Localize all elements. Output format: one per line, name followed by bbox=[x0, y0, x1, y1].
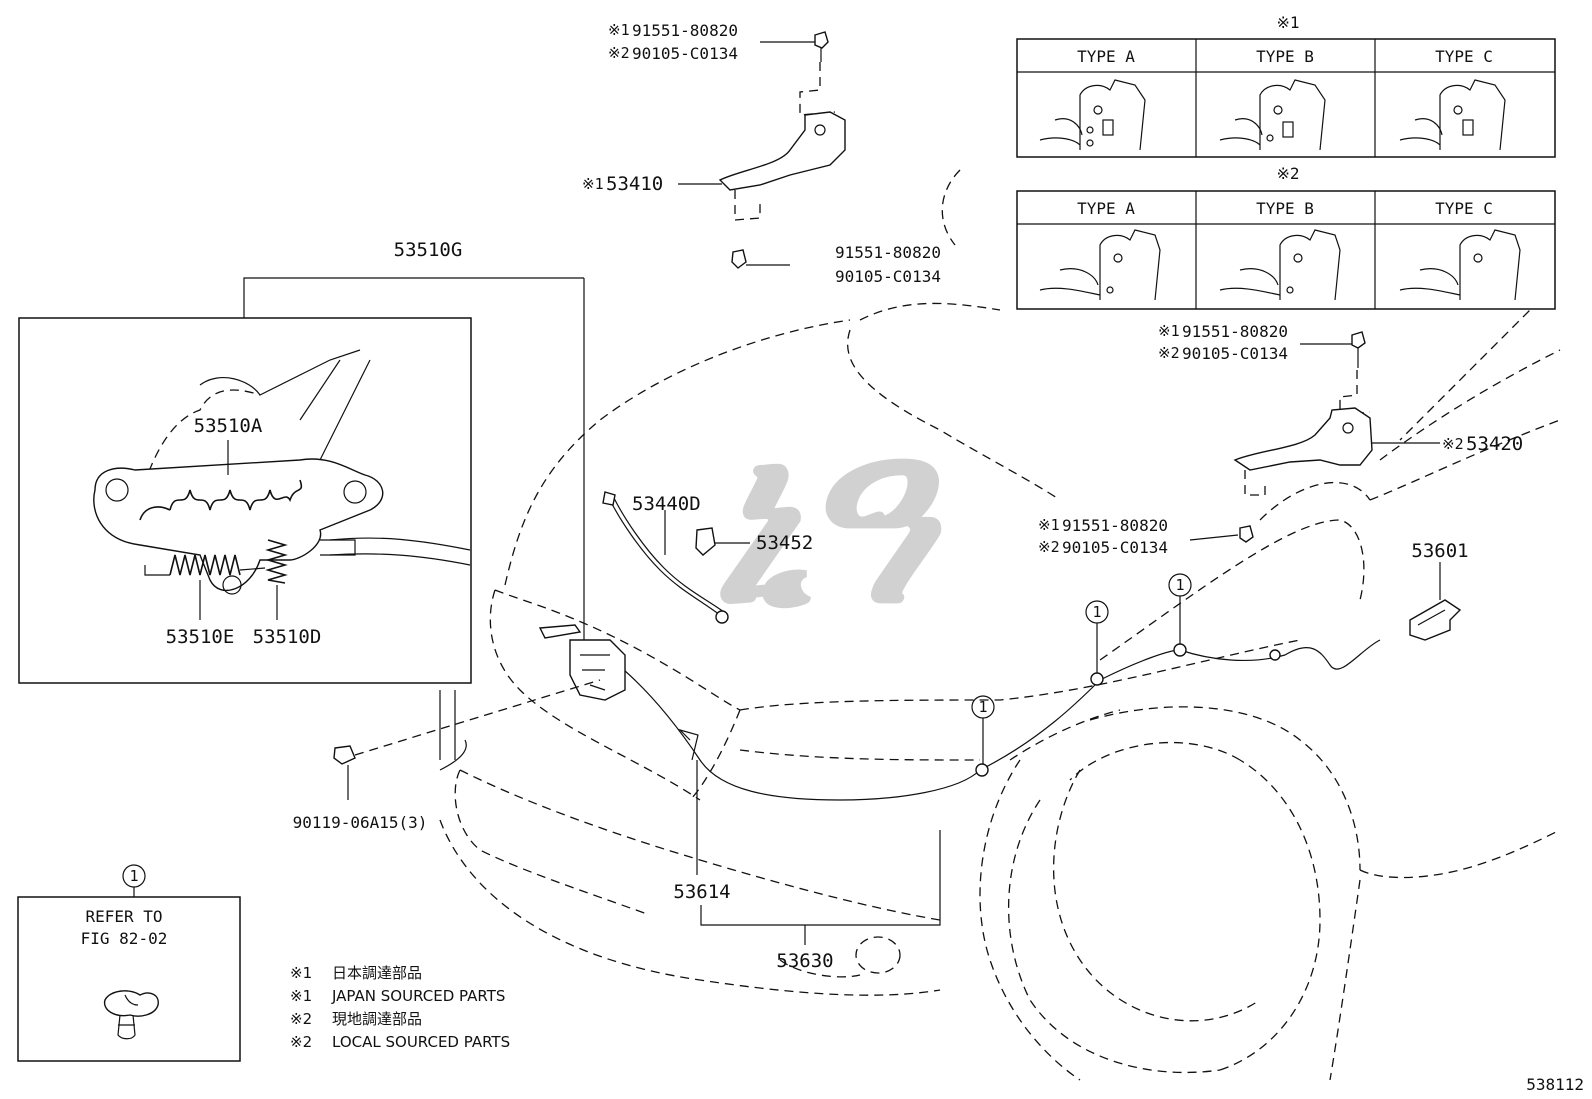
label-53614: 53614 bbox=[673, 881, 730, 903]
hinge-sketch-type-a bbox=[1039, 229, 1161, 301]
type-b-label: TYPE B bbox=[1256, 47, 1314, 66]
label-53510g: 53510G bbox=[394, 239, 463, 261]
bolt-number: 91551-80820 bbox=[1062, 516, 1168, 535]
part-53510g-hood-lock bbox=[538, 278, 626, 701]
bolt-number: 91551-80820 bbox=[632, 21, 738, 40]
legend-text: 現地調達部品 bbox=[332, 1010, 422, 1028]
cable-clamp bbox=[1173, 643, 1187, 657]
bolt-number: 91551-80820 bbox=[835, 243, 941, 262]
label-53410: 53410 bbox=[606, 173, 663, 195]
legend: ※1 日本調達部品 ※1 JAPAN SOURCED PARTS ※2 現地調達… bbox=[290, 964, 510, 1051]
cable-clamp bbox=[975, 763, 989, 777]
legend-mark: ※2 bbox=[290, 1010, 312, 1028]
type-c-label: TYPE C bbox=[1435, 199, 1493, 218]
refer-line-2: FIG 82-02 bbox=[81, 929, 168, 948]
mark-53410: ※1 bbox=[582, 175, 604, 193]
label-53510a: 53510A bbox=[194, 415, 263, 437]
hinge-sketch-type-c bbox=[1399, 79, 1506, 151]
refer-circle-label: 1 bbox=[129, 867, 138, 885]
bolt-number: 90105-C0134 bbox=[632, 44, 738, 63]
circle-ref-label: 1 bbox=[978, 698, 987, 716]
legend-text: 日本調達部品 bbox=[332, 964, 422, 982]
clip-icon bbox=[103, 990, 159, 1040]
legend-mark: ※1 bbox=[290, 987, 312, 1005]
label-53440d: 53440D bbox=[632, 493, 701, 515]
type-a-label: TYPE A bbox=[1077, 47, 1135, 66]
type-a-label: TYPE A bbox=[1077, 199, 1135, 218]
type-c-label: TYPE C bbox=[1435, 47, 1493, 66]
label-53510d: 53510D bbox=[253, 626, 322, 648]
part-53410-hood-hinge-lh: ※1 53410 bbox=[582, 31, 846, 269]
part-53440d-cushion: 53440D bbox=[602, 491, 729, 624]
type-table-1: ※1 TYPE A TYPE B TYPE C bbox=[1016, 13, 1556, 158]
circle-ref-group: 1 1 1 bbox=[971, 573, 1192, 764]
label-group-53614-53630: 53614 53630 bbox=[673, 760, 941, 972]
type-b-label: TYPE B bbox=[1256, 199, 1314, 218]
callout-bolt-right-lower: ※1 91551-80820 ※2 90105-C0134 bbox=[1038, 516, 1239, 557]
bolt-mark: ※2 bbox=[608, 44, 630, 62]
bolt-mark: ※1 bbox=[1158, 322, 1180, 340]
detail-box-53510g: 53510A 53510E 53510D bbox=[18, 317, 472, 684]
bolt-mark: ※1 bbox=[1038, 516, 1060, 534]
cable-grommet bbox=[1269, 649, 1281, 661]
table-mark: ※2 bbox=[1276, 164, 1299, 183]
circle-ref-label: 1 bbox=[1175, 576, 1184, 594]
bolt-90119-06a15: 90119-06A15(3) bbox=[293, 679, 601, 832]
callout-bolt-center: 91551-80820 90105-C0134 bbox=[835, 243, 941, 286]
label-53452: 53452 bbox=[756, 532, 813, 554]
part-53420-hood-hinge-rh: ※2 53420 bbox=[1233, 331, 1523, 543]
part-53601-release-lever: 53601 bbox=[1409, 540, 1469, 641]
label-90119: 90119-06A15(3) bbox=[293, 813, 428, 832]
bolt-mark: ※1 bbox=[608, 21, 630, 39]
legend-mark: ※1 bbox=[290, 964, 312, 982]
part-53452-clamp: 53452 bbox=[695, 527, 813, 556]
label-53630: 53630 bbox=[776, 950, 833, 972]
bolt-mark: ※2 bbox=[1158, 344, 1180, 362]
bolt-number: 90105-C0134 bbox=[1182, 344, 1288, 363]
callout-bolt-right-upper: ※1 91551-80820 ※2 90105-C0134 bbox=[1158, 322, 1352, 363]
table-mark: ※1 bbox=[1276, 13, 1299, 32]
label-group-53510g: 53510G bbox=[243, 239, 584, 318]
refer-line-1: REFER TO bbox=[85, 907, 162, 926]
cable-clip-53614 bbox=[677, 728, 699, 761]
bolt-number: 90105-C0134 bbox=[1062, 538, 1168, 557]
hood-release-cable bbox=[611, 639, 1381, 801]
circle-ref-label: 1 bbox=[1092, 603, 1101, 621]
legend-mark: ※2 bbox=[290, 1033, 312, 1051]
refer-box: 1 REFER TO FIG 82-02 bbox=[17, 864, 241, 1062]
legend-text: LOCAL SOURCED PARTS bbox=[332, 1033, 510, 1051]
hinge-sketch-type-a bbox=[1039, 79, 1146, 151]
bolt-number: 91551-80820 bbox=[1182, 322, 1288, 341]
label-53510e: 53510E bbox=[166, 626, 235, 648]
legend-text: JAPAN SOURCED PARTS bbox=[331, 987, 505, 1005]
vehicle-outline bbox=[439, 169, 1561, 1081]
watermark: ኒዓ bbox=[711, 388, 943, 655]
type-table-2: ※2 TYPE A TYPE B TYPE C bbox=[1016, 164, 1556, 310]
label-53601: 53601 bbox=[1411, 540, 1468, 562]
callout-bolt-top: ※1 91551-80820 ※2 90105-C0134 bbox=[608, 21, 815, 63]
hinge-sketch-type-c bbox=[1399, 229, 1521, 301]
cable-clamp bbox=[1090, 672, 1104, 686]
hinge-sketch-type-b bbox=[1219, 229, 1341, 301]
mark-53420: ※2 bbox=[1442, 435, 1464, 453]
bolt-number: 90105-C0134 bbox=[835, 267, 941, 286]
hinge-sketch-type-b bbox=[1219, 79, 1326, 151]
bolt-mark: ※2 bbox=[1038, 538, 1060, 556]
figure-number: 538112 bbox=[1526, 1075, 1584, 1094]
label-53420: 53420 bbox=[1466, 433, 1523, 455]
